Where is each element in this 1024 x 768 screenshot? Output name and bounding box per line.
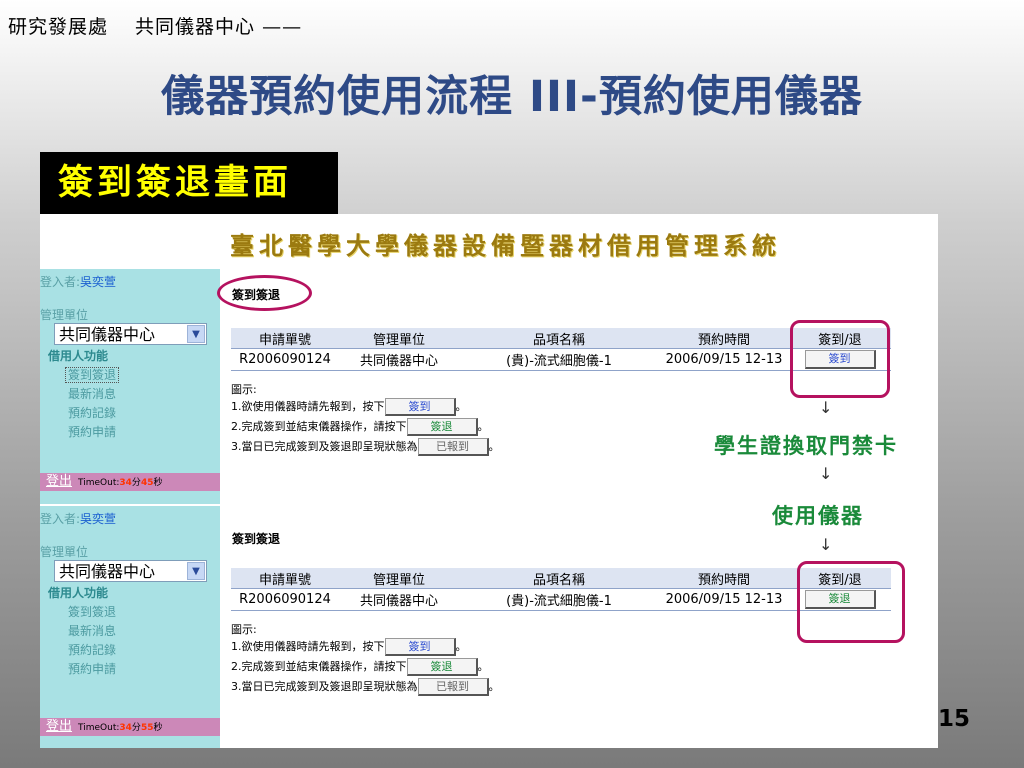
col-header-id: 申請單號 — [231, 568, 339, 589]
logout-link[interactable]: 登出 — [46, 719, 73, 734]
flow-step-card-swap: 學生證換取門禁卡 — [714, 433, 898, 458]
menu-item-apply[interactable]: 預約申請 — [68, 662, 117, 676]
legend-checkin-button: 簽到 — [384, 638, 456, 656]
col-header-time: 預約時間 — [659, 328, 789, 349]
chevron-down-icon[interactable]: ▼ — [187, 325, 205, 343]
login-info: 登入者:吳奕萱 — [40, 512, 117, 526]
timeout-display: TimeOut:34分55秒 — [78, 723, 163, 733]
cell-time: 2006/09/15 12-13 — [659, 348, 789, 371]
legend-checkin-button: 簽到 — [384, 398, 456, 416]
chevron-down-icon[interactable]: ▼ — [187, 562, 205, 580]
arrow-down-icon: ↓ — [819, 535, 833, 554]
unit-select[interactable]: 共同儀器中心▼ — [54, 323, 207, 345]
cell-id: R2006090124 — [231, 348, 339, 371]
menu-item-checkin[interactable]: 簽到簽退 — [65, 366, 120, 385]
legend-line-2: 2.完成簽到並結束儀器操作，請按下簽退。 — [231, 657, 500, 677]
sidebar-menu: 簽到簽退 最新消息 預約記錄 預約申請 — [65, 366, 120, 442]
checkin-button[interactable]: 簽到 — [804, 350, 876, 369]
logout-bar: 登出 TimeOut:34分55秒 — [40, 718, 220, 736]
menu-item-checkin[interactable]: 簽到簽退 — [68, 605, 117, 619]
legend-checkout-button: 簽退 — [406, 418, 478, 436]
cell-item: (貴)-流式細胞儀-1 — [459, 348, 659, 371]
col-header-unit: 管理單位 — [339, 328, 459, 349]
user-link[interactable]: 吳奕萱 — [80, 512, 117, 526]
highlight-circle — [217, 275, 312, 311]
logout-link[interactable]: 登出 — [46, 474, 73, 489]
highlight-box-checkin — [790, 320, 890, 398]
login-info: 登入者:吳奕萱 — [40, 275, 117, 289]
logout-bar: 登出 TimeOut:34分45秒 — [40, 473, 220, 491]
cell-unit: 共同儀器中心 — [339, 348, 459, 371]
table-header-row: 申請單號 管理單位 品項名稱 預約時間 簽到/退 — [231, 568, 891, 589]
col-header-action: 簽到/退 — [789, 328, 891, 349]
unit-label: 管理單位 — [40, 308, 89, 322]
table-row: R2006090124 共同儀器中心 (貴)-流式細胞儀-1 2006/09/1… — [231, 348, 891, 371]
arrow-down-icon: ↓ — [819, 398, 833, 417]
menu-item-records[interactable]: 預約記錄 — [68, 643, 117, 657]
function-heading: 借用人功能 — [48, 586, 109, 600]
menu-item-news[interactable]: 最新消息 — [68, 387, 117, 401]
legend-line-3: 3.當日已完成簽到及簽退即呈現狀態為已報到。 — [231, 677, 500, 697]
flow-step-use-instrument: 使用儀器 — [772, 503, 864, 528]
menu-item-news[interactable]: 最新消息 — [68, 624, 117, 638]
cell-time: 2006/09/15 12-13 — [659, 588, 789, 611]
col-header-id: 申請單號 — [231, 328, 339, 349]
section-heading: 簽到簽退 — [232, 532, 281, 546]
reservation-table: 申請單號 管理單位 品項名稱 預約時間 簽到/退 R2006090124 共同儀… — [231, 568, 891, 611]
legend-line-1: 1.欲使用儀器時請先報到，按下簽到。 — [231, 637, 500, 657]
arrow-down-icon: ↓ — [819, 464, 833, 483]
col-header-unit: 管理單位 — [339, 568, 459, 589]
cell-item: (貴)-流式細胞儀-1 — [459, 588, 659, 611]
legend-line-1: 1.欲使用儀器時請先報到，按下簽到。 — [231, 397, 500, 417]
cell-action: 簽退 — [789, 588, 891, 611]
system-title: 臺北醫學大學儀器設備暨器材借用管理系統 — [230, 231, 781, 260]
legend-reported-status: 已報到 — [417, 678, 489, 696]
sidebar-menu: 簽到簽退 最新消息 預約記錄 預約申請 — [68, 603, 116, 679]
sidebar-top: 登入者:吳奕萱 管理單位 共同儀器中心▼ 借用人功能 簽到簽退 最新消息 預約記… — [40, 269, 220, 504]
col-header-item: 品項名稱 — [459, 328, 659, 349]
legend-line-2: 2.完成簽到並結束儀器操作，請按下簽退。 — [231, 417, 500, 437]
slide-subtitle: 簽到簽退畫面 — [40, 152, 338, 214]
legend-title: 圖示: — [231, 623, 257, 636]
legend: 圖示: 1.欲使用儀器時請先報到，按下簽到。 2.完成簽到並結束儀器操作，請按下… — [231, 382, 500, 457]
legend-checkout-button: 簽退 — [406, 658, 478, 676]
legend-line-3: 3.當日已完成簽到及簽退即呈現狀態為已報到。 — [231, 437, 500, 457]
cell-id: R2006090124 — [231, 588, 339, 611]
timeout-display: TimeOut:34分45秒 — [78, 478, 163, 488]
slide-title: 儀器預約使用流程 III-預約使用儀器 — [161, 72, 863, 122]
highlight-box-checkout — [797, 561, 905, 643]
sidebar-bottom: 登入者:吳奕萱 管理單位 共同儀器中心▼ 借用人功能 簽到簽退 最新消息 預約記… — [40, 506, 220, 748]
legend: 圖示: 1.欲使用儀器時請先報到，按下簽到。 2.完成簽到並結束儀器操作，請按下… — [231, 622, 500, 697]
legend-title: 圖示: — [231, 383, 257, 396]
reservation-table: 申請單號 管理單位 品項名稱 預約時間 簽到/退 R2006090124 共同儀… — [231, 328, 891, 371]
unit-select[interactable]: 共同儀器中心▼ — [54, 560, 207, 582]
checkout-button[interactable]: 簽退 — [804, 590, 876, 609]
menu-item-apply[interactable]: 預約申請 — [68, 425, 117, 439]
unit-label: 管理單位 — [40, 545, 89, 559]
legend-reported-status: 已報到 — [417, 438, 489, 456]
table-row: R2006090124 共同儀器中心 (貴)-流式細胞儀-1 2006/09/1… — [231, 588, 891, 611]
user-link[interactable]: 吳奕萱 — [80, 275, 117, 289]
slide-header: 研究發展處 共同儀器中心 —— — [8, 16, 303, 38]
col-header-time: 預約時間 — [659, 568, 789, 589]
cell-unit: 共同儀器中心 — [339, 588, 459, 611]
cell-action: 簽到 — [789, 348, 891, 371]
menu-item-records[interactable]: 預約記錄 — [68, 406, 117, 420]
col-header-item: 品項名稱 — [459, 568, 659, 589]
page-number: 15 — [938, 706, 971, 732]
table-header-row: 申請單號 管理單位 品項名稱 預約時間 簽到/退 — [231, 328, 891, 349]
system-screenshot: 臺北醫學大學儀器設備暨器材借用管理系統 登入者:吳奕萱 管理單位 共同儀器中心▼… — [40, 214, 938, 748]
function-heading: 借用人功能 — [48, 349, 109, 363]
col-header-action: 簽到/退 — [789, 568, 891, 589]
